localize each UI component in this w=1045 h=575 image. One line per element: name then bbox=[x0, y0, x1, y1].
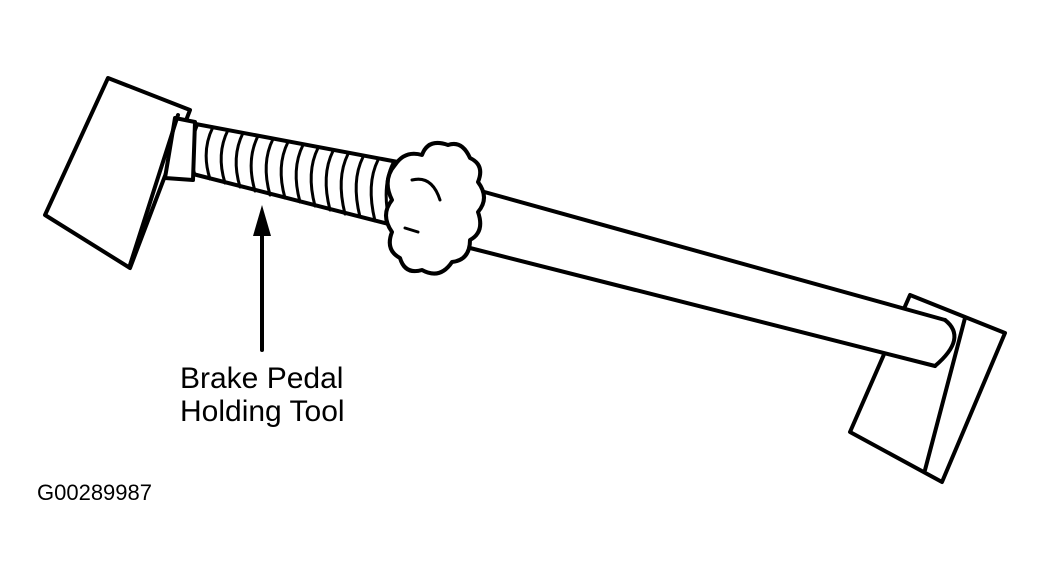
callout-arrow bbox=[253, 205, 271, 352]
callout-label: Brake Pedal Holding Tool bbox=[180, 362, 352, 428]
callout-label-line-2: Holding Tool bbox=[180, 395, 345, 428]
right-pad bbox=[848, 293, 1007, 484]
left-pad bbox=[43, 76, 197, 270]
rod bbox=[468, 186, 957, 368]
star-knob bbox=[384, 141, 486, 276]
figure-id: G00289987 bbox=[37, 480, 152, 505]
callout-label-line-1: Brake Pedal bbox=[180, 362, 343, 395]
